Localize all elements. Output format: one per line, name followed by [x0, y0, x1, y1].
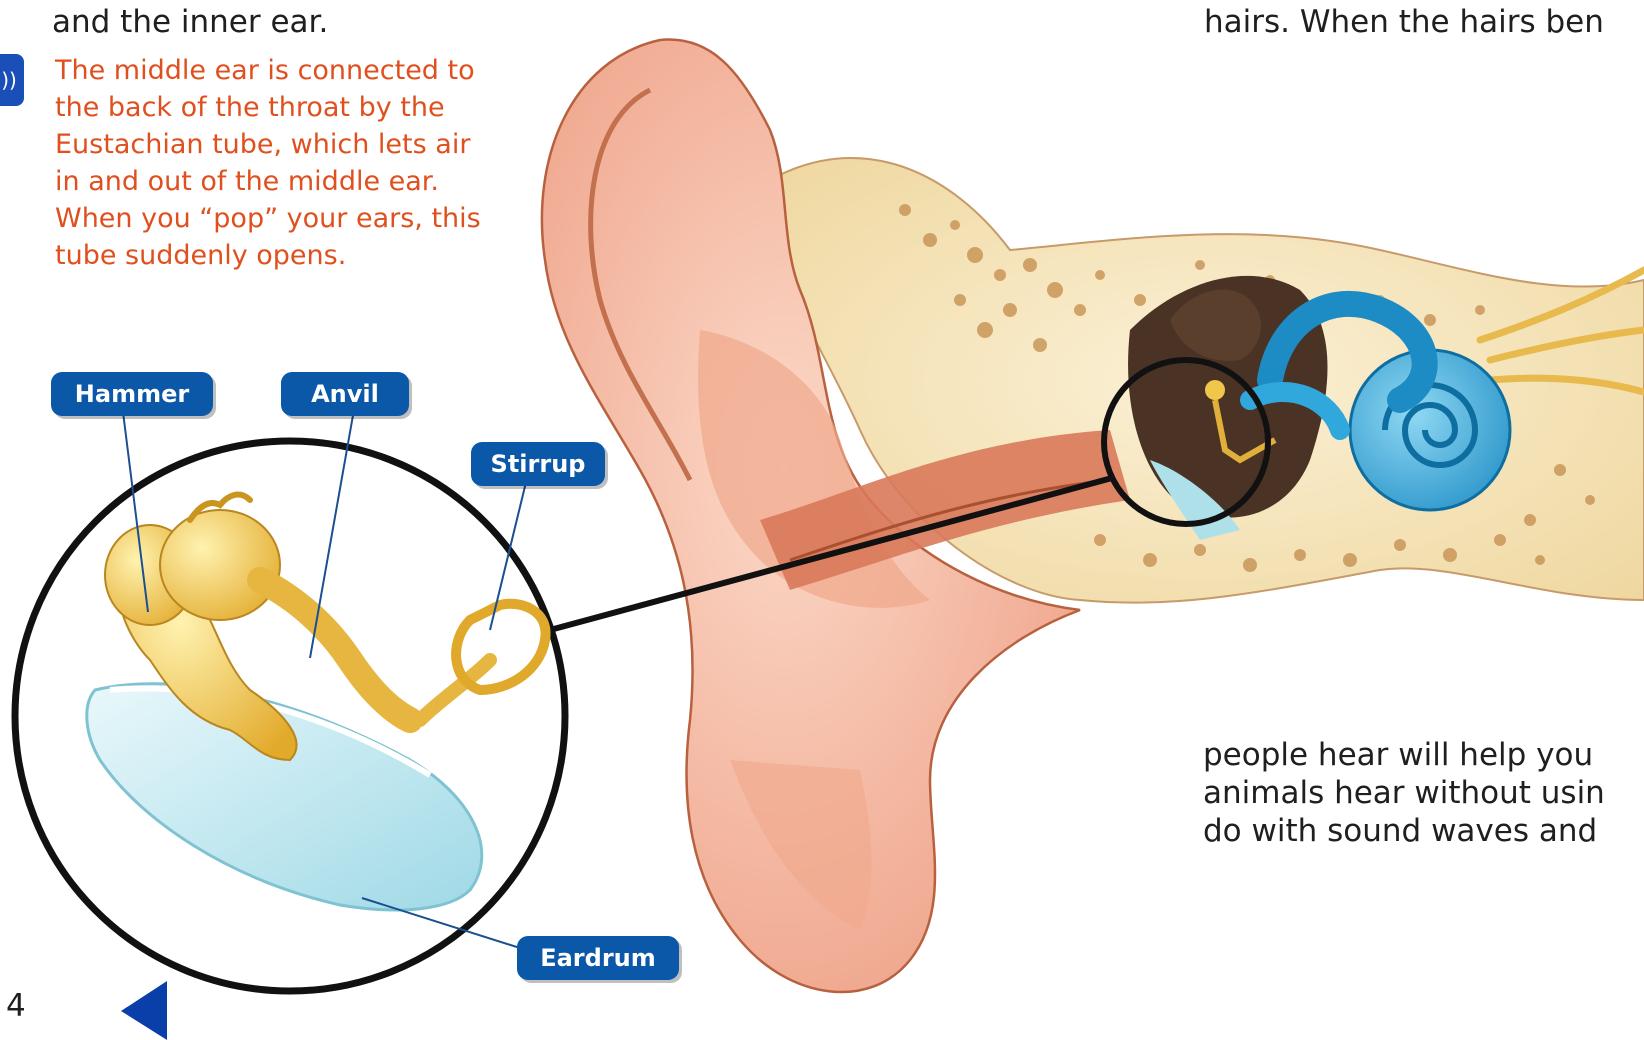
- caption-paragraph: The middle ear is connected to the back …: [55, 52, 555, 274]
- caption-line: When you “pop” your ears, this: [55, 200, 555, 237]
- body-text-bottom-right: people hear will help you animals hear w…: [1203, 736, 1605, 850]
- caption-line: tube suddenly opens.: [55, 237, 555, 274]
- body-text-top-left: and the inner ear.: [52, 4, 328, 40]
- body-line: do with sound waves and: [1203, 812, 1605, 850]
- anvil-bone: [160, 510, 280, 620]
- zoom-circle-large: [15, 441, 565, 991]
- body-line: animals hear without usin: [1203, 774, 1605, 812]
- caption-line: in and out of the middle ear.: [55, 163, 555, 200]
- label-anvil: Anvil: [281, 372, 409, 416]
- caption-line: the back of the throat by the: [55, 89, 555, 126]
- label-stirrup: Stirrup: [471, 442, 605, 486]
- label-hammer: Hammer: [51, 372, 213, 416]
- body-line: people hear will help you: [1203, 736, 1605, 774]
- caption-line: Eustachian tube, which lets air: [55, 126, 555, 163]
- triangle-left-arrow-icon: [121, 981, 167, 1040]
- audio-speaker-button[interactable]: )): [0, 54, 24, 106]
- back-arrow-button[interactable]: [121, 981, 169, 1040]
- page-number: 4: [6, 988, 26, 1024]
- caption-line: The middle ear is connected to: [55, 52, 555, 89]
- body-text-top-right: hairs. When the hairs ben: [1204, 4, 1604, 40]
- label-eardrum: Eardrum: [517, 936, 679, 980]
- speaker-icon: )): [1, 68, 17, 92]
